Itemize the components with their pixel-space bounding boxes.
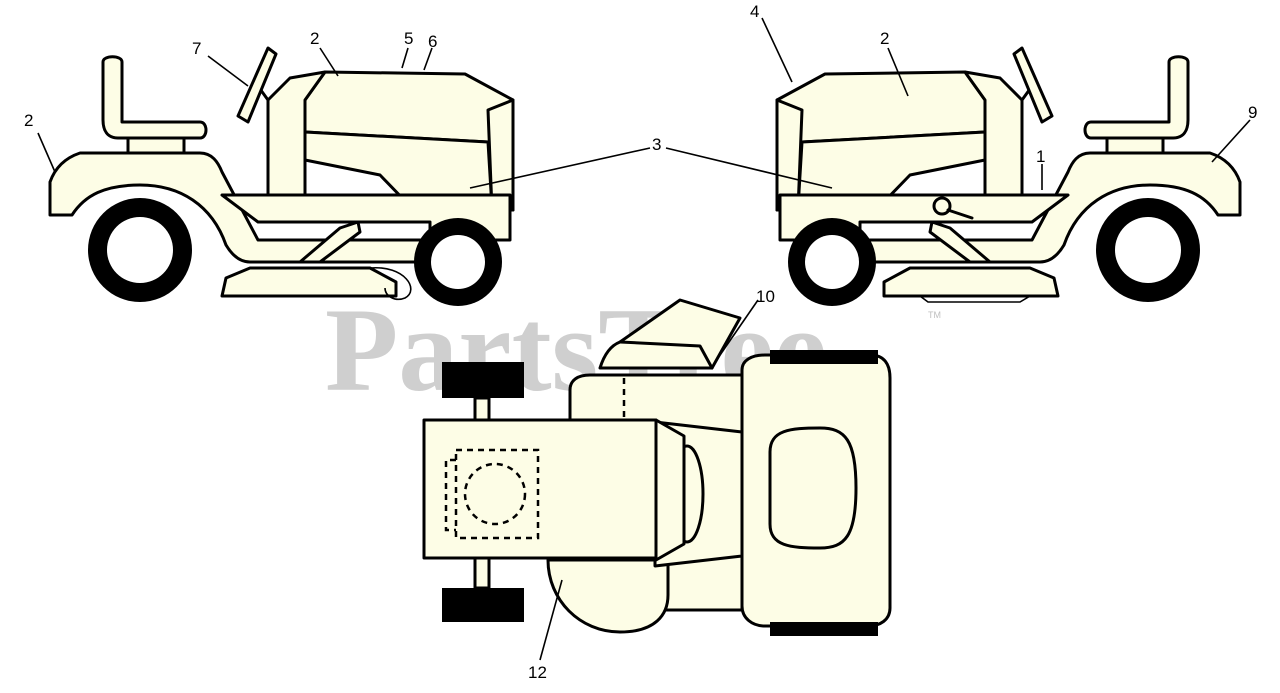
right-steering-wheel [1012, 46, 1054, 124]
right-side-view [775, 46, 1242, 306]
top-front-wheel-left [442, 362, 524, 398]
right-rear-wheel-hub [1115, 217, 1181, 283]
top-rear-tire-top [770, 350, 878, 364]
left-deck-chute [369, 267, 412, 301]
left-side-view [48, 46, 515, 306]
leader-6 [423, 47, 433, 71]
leader-3-left [469, 147, 651, 189]
leader-7 [207, 55, 249, 87]
leader-2-left-hood [319, 47, 339, 77]
top-front-axle-lower [473, 556, 491, 590]
top-front-wheel-right [442, 588, 524, 622]
top-hood-rear-taper [654, 418, 686, 562]
callout-2-right-hood: 2 [880, 29, 889, 48]
leader-9 [1211, 119, 1251, 163]
callout-5: 5 [404, 29, 413, 48]
right-mower-deck [882, 266, 1060, 298]
top-front-axle-upper [473, 396, 491, 422]
leader-12 [539, 579, 563, 661]
leader-4 [761, 17, 793, 83]
top-seat [768, 426, 858, 550]
top-side-fender [546, 558, 670, 634]
top-engine-box [454, 448, 540, 540]
leader-10 [717, 299, 759, 359]
callout-12: 12 [528, 663, 547, 682]
callout-2-left-rear: 2 [24, 111, 33, 130]
right-deck-chute [917, 295, 1033, 303]
leader-5 [401, 47, 409, 69]
right-ignition-knob [932, 196, 952, 216]
left-steering-wheel [236, 46, 278, 124]
top-discharge-chute [598, 298, 742, 370]
right-ignition-lever [946, 208, 974, 220]
top-hood [422, 418, 658, 560]
callout-2-left-hood: 2 [310, 29, 319, 48]
callout-4: 4 [750, 2, 759, 21]
callout-9: 9 [1248, 103, 1257, 122]
top-engine-bracket [444, 458, 456, 532]
right-front-wheel-hub [805, 235, 859, 289]
right-front-grille [775, 98, 804, 212]
top-view [422, 298, 892, 636]
top-engine-circle [463, 462, 527, 526]
callout-7: 7 [192, 39, 201, 58]
leader-2-right-hood [887, 47, 909, 97]
callout-1: 1 [1036, 147, 1045, 166]
right-deck-arm [928, 220, 992, 264]
left-front-wheel-hub [431, 235, 485, 289]
watermark-trademark: TM [928, 310, 941, 320]
callout-6: 6 [428, 32, 437, 51]
callout-10: 10 [756, 287, 775, 306]
leader-2-left-rear [37, 132, 56, 173]
left-deck-arm [298, 220, 362, 264]
right-seat [1083, 55, 1190, 140]
left-mower-deck [220, 266, 398, 298]
top-discharge-chute-edge [618, 340, 714, 370]
callout-numbers: 2 7 2 5 6 3 4 2 9 1 10 12 [24, 2, 1257, 682]
leader-lines [37, 17, 1251, 661]
leader-3-right [665, 147, 833, 189]
top-rear-tire-bottom [770, 622, 878, 636]
left-rear-wheel-hub [107, 217, 173, 283]
callout-3: 3 [652, 135, 661, 154]
left-seat [101, 55, 208, 140]
